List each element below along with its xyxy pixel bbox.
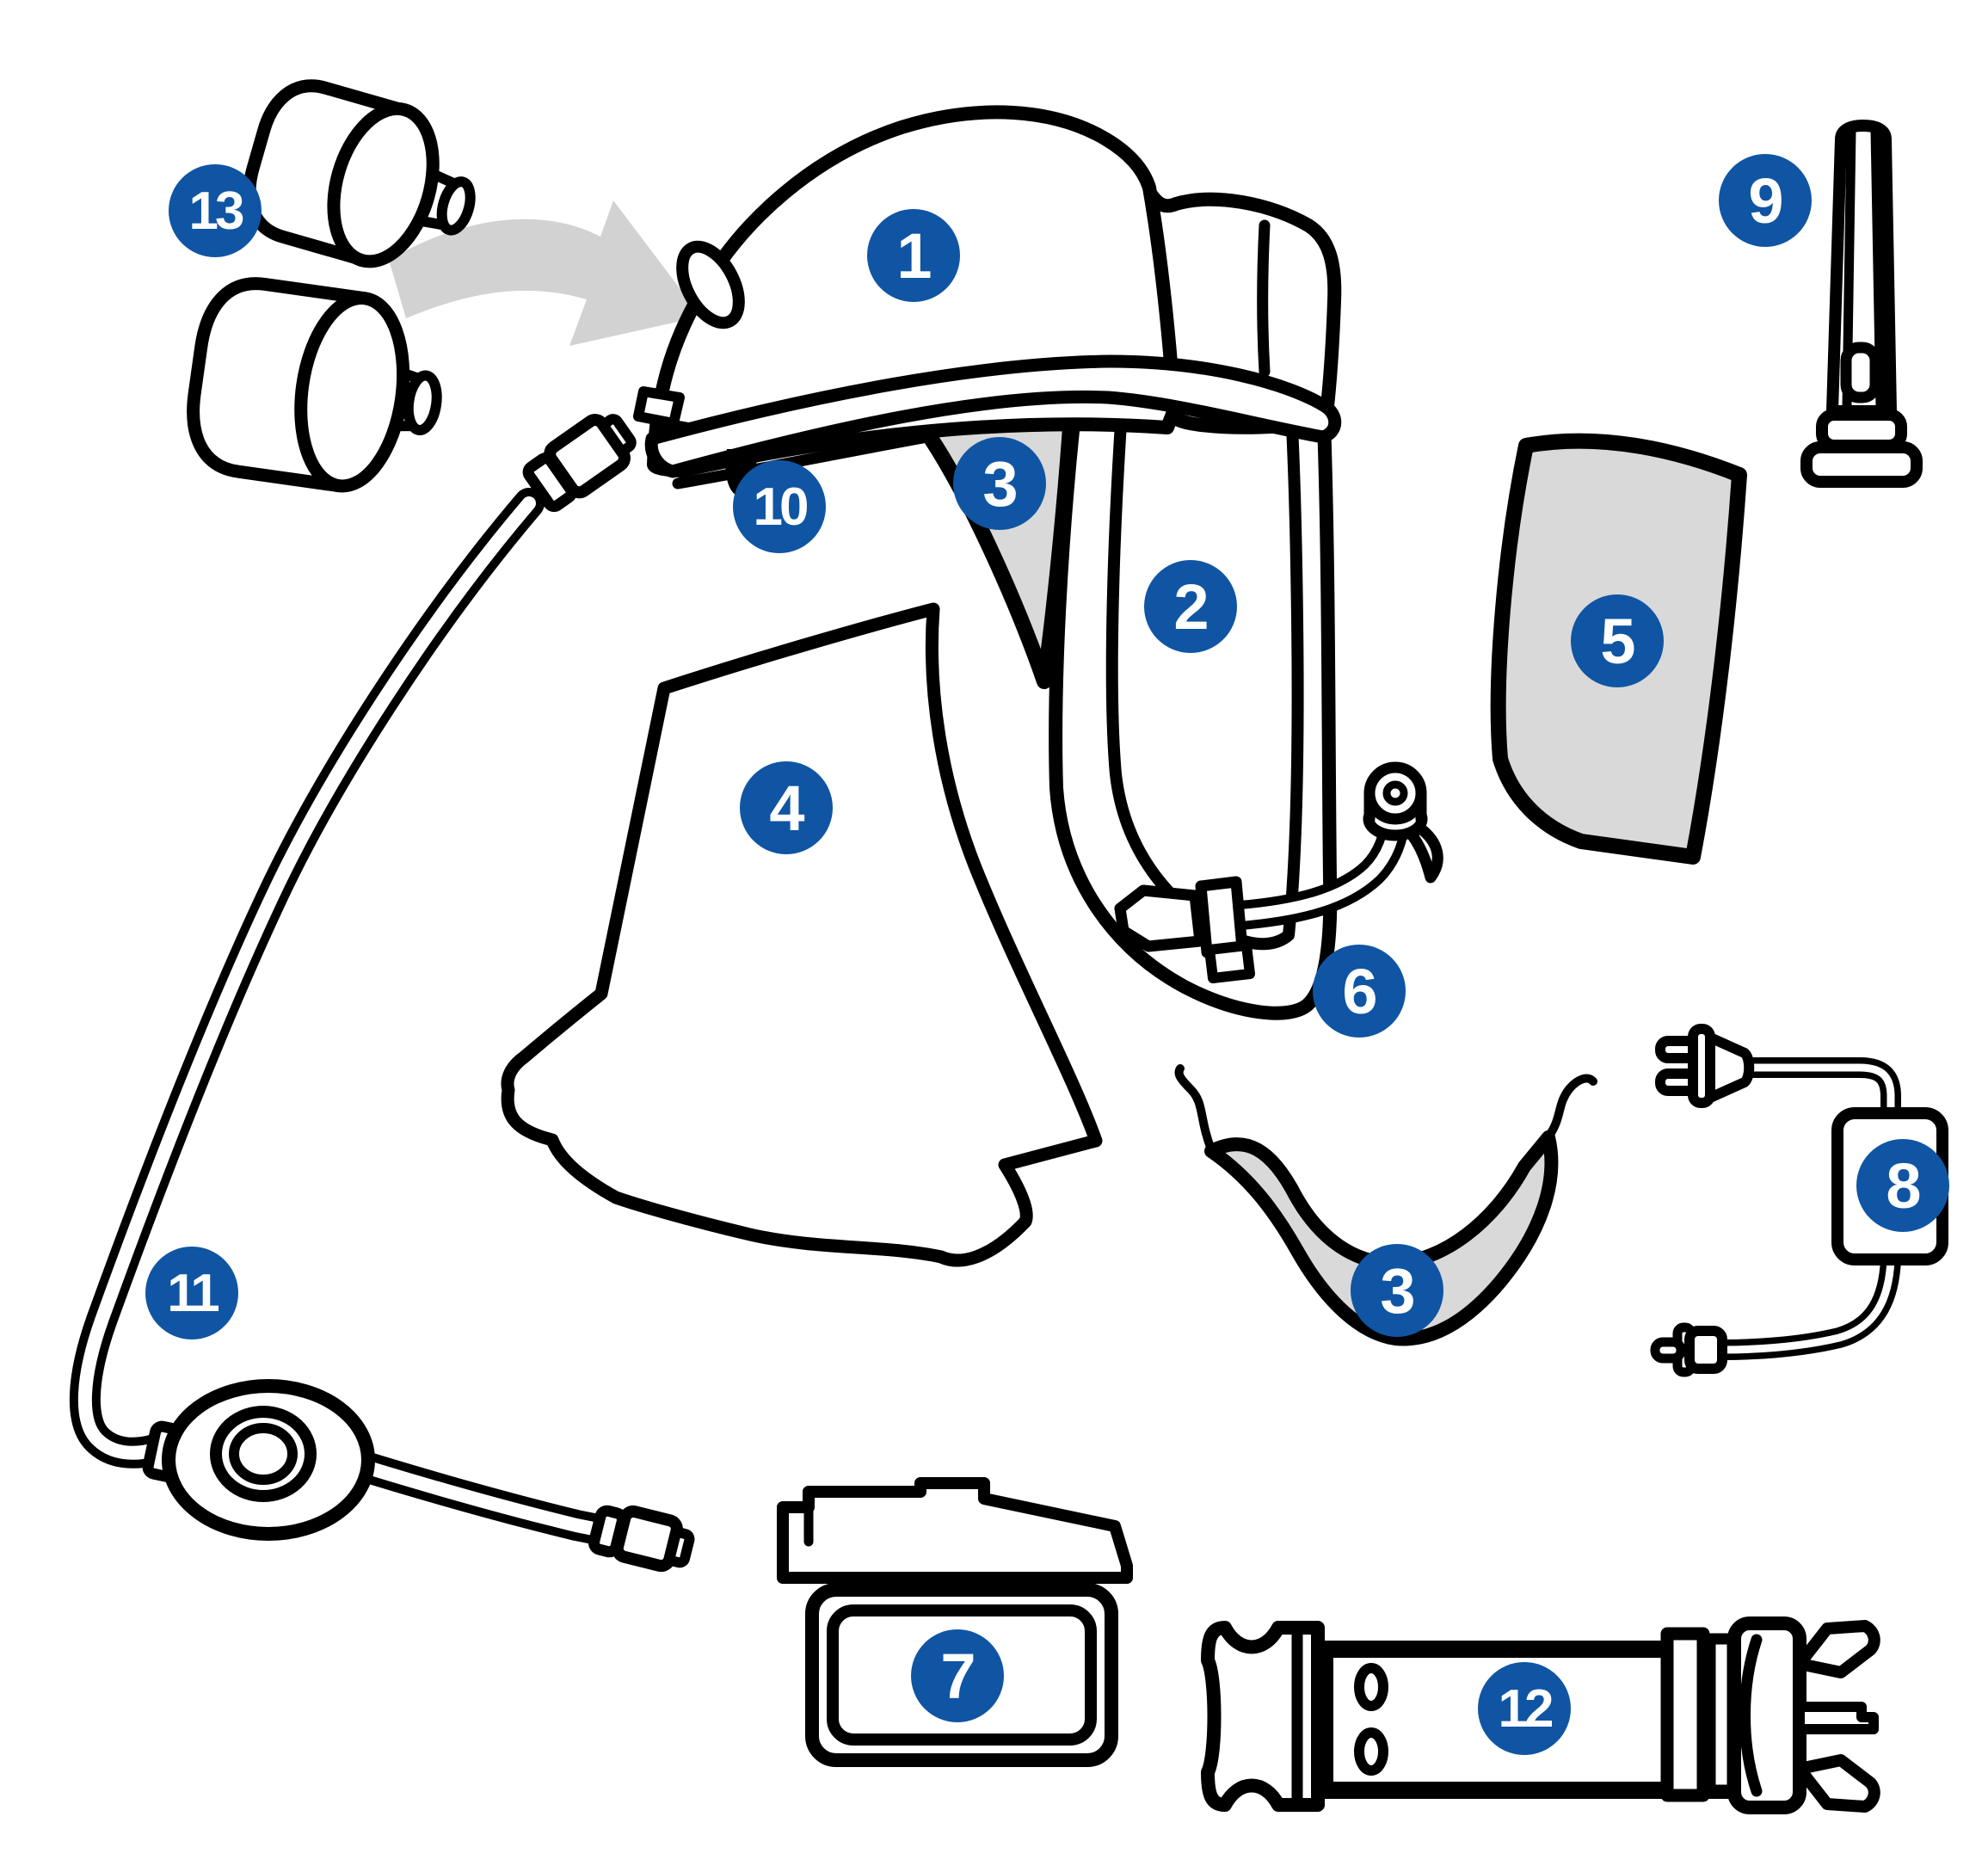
tube-main-inner bbox=[77, 496, 536, 1460]
callout-filter-cartridges: 13 bbox=[169, 164, 262, 257]
tube-outlet-inner bbox=[361, 1461, 609, 1537]
callout-visor-cover-lens: 5 bbox=[1571, 594, 1664, 687]
air-duct-hose bbox=[1114, 761, 1443, 983]
charger-connector-tip bbox=[1650, 1337, 1686, 1364]
seal-string-right bbox=[1545, 1074, 1597, 1140]
callout-blower-unit: 7 bbox=[911, 1629, 1004, 1722]
charger-cord-in-inner bbox=[1744, 1063, 1895, 1118]
belt-buckle-prong-middle bbox=[1794, 1702, 1879, 1734]
face-seal-body bbox=[1204, 1130, 1559, 1346]
charger-connector-barrel bbox=[1684, 1326, 1727, 1374]
pod-ring-outer bbox=[210, 1406, 317, 1502]
charger-plug-body bbox=[1705, 1032, 1755, 1103]
cartridge-face bbox=[327, 102, 440, 268]
helmet-brim-underside-line bbox=[672, 431, 933, 490]
blower-lid bbox=[777, 1477, 1133, 1584]
hose-collar-tab bbox=[1204, 940, 1255, 983]
callout-visor-latch: 10 bbox=[733, 460, 826, 553]
belt-hole bbox=[1354, 1663, 1388, 1711]
callout-helmet-shell: 1 bbox=[867, 209, 960, 302]
flow-control-pod bbox=[162, 1379, 375, 1541]
head-shroud bbox=[501, 602, 1103, 1267]
callout-head-shroud: 4 bbox=[740, 761, 833, 854]
cartridge-face bbox=[294, 292, 410, 493]
callout-airflow-indicator: 9 bbox=[1719, 154, 1812, 247]
belt-hole bbox=[1354, 1727, 1388, 1776]
seal-string-left bbox=[1174, 1064, 1216, 1154]
hose-clip-hook bbox=[1406, 822, 1443, 884]
belt-female-buckle bbox=[1201, 1621, 1325, 1812]
cartridge-nub bbox=[436, 176, 476, 236]
tube-end-connector bbox=[611, 1505, 695, 1573]
filter-cartridge-bottom bbox=[187, 277, 442, 493]
callout-face-seal-front: 3 bbox=[953, 437, 1046, 530]
pod-ring-inner bbox=[229, 1423, 298, 1485]
cartridge-nub bbox=[403, 370, 442, 436]
tube-top-connector bbox=[522, 414, 637, 513]
hose-hex-fitting bbox=[1114, 884, 1206, 952]
callout-breathing-tube: 11 bbox=[145, 1247, 238, 1339]
indicator-flange-base bbox=[1800, 441, 1923, 488]
helmet-vent-hole bbox=[676, 240, 745, 329]
callout-visor-frame-window: 2 bbox=[1144, 560, 1237, 653]
hose-nozzle-hole bbox=[1382, 780, 1408, 806]
blower-body-window bbox=[827, 1604, 1097, 1746]
helmet-brim bbox=[644, 354, 1342, 478]
install-direction-arrow-icon bbox=[389, 200, 701, 346]
belt-buckle-prong-bottom bbox=[1794, 1754, 1880, 1813]
callout-waist-belt: 12 bbox=[1478, 1662, 1571, 1755]
belt-slider bbox=[1660, 1627, 1710, 1802]
callout-battery-charger: 8 bbox=[1856, 1139, 1949, 1232]
belt-male-buckle-curve bbox=[1739, 1634, 1763, 1797]
visor-outline bbox=[1049, 399, 1338, 1020]
connector-tip bbox=[665, 1527, 695, 1568]
visor-top-frame-inner-line bbox=[1257, 219, 1271, 378]
airflow-indicator bbox=[1800, 120, 1923, 488]
belt-buckle-prong-top bbox=[1794, 1620, 1880, 1678]
connector-tip bbox=[600, 414, 637, 455]
callout-air-duct-hose: 6 bbox=[1313, 945, 1406, 1038]
charger-cord-out-inner bbox=[1720, 1255, 1895, 1354]
face-seal-spare bbox=[1174, 1064, 1597, 1346]
filter-cartridge-top bbox=[243, 79, 476, 268]
indicator-float bbox=[1840, 342, 1881, 403]
callout-face-seal-spare: 3 bbox=[1351, 1244, 1443, 1337]
visor-assembly bbox=[1049, 176, 1342, 1020]
visor-window-line bbox=[1105, 417, 1304, 951]
breathing-tube bbox=[69, 414, 695, 1573]
